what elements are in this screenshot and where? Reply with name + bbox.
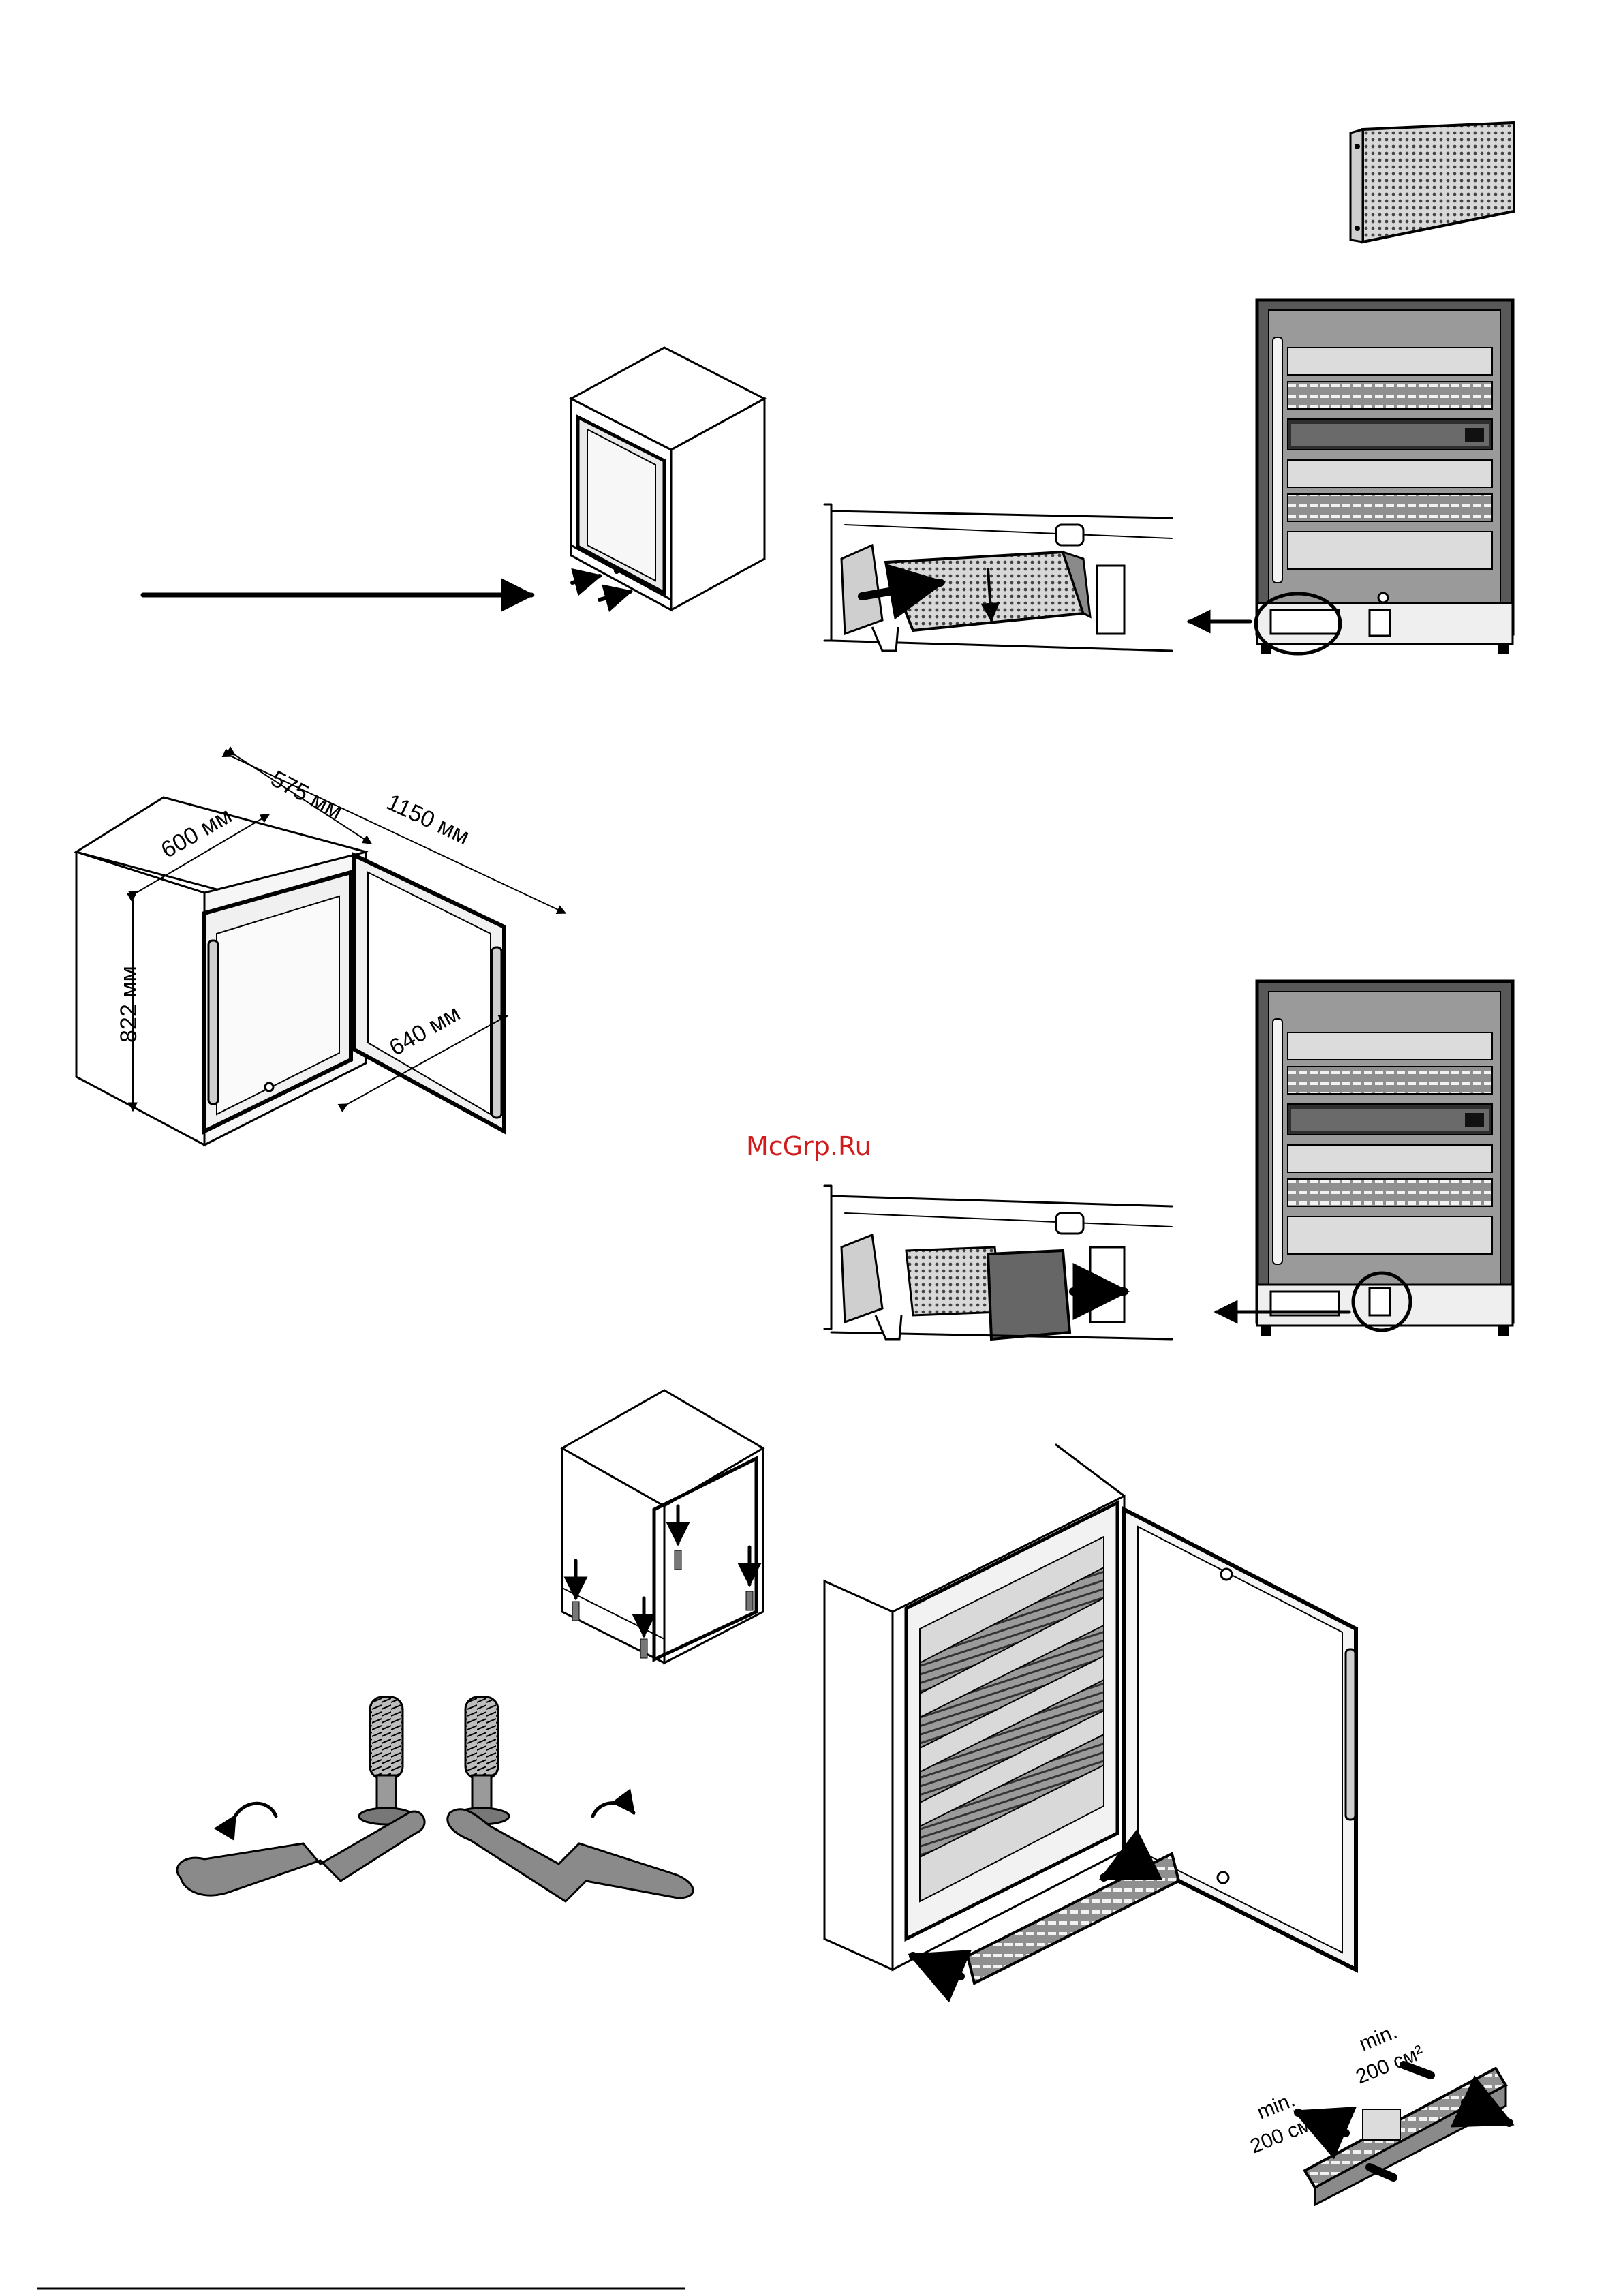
- appliance-front-view-1: [1189, 300, 1513, 654]
- dimension-depth-label: 575 мм: [266, 766, 347, 825]
- filter-removal-detail: [824, 1186, 1172, 1339]
- watermark: McGrp.Ru: [746, 1131, 871, 1161]
- dimension-drawing: 1150 мм 575 мм 600 мм 822 мм 640 мм: [76, 755, 566, 1145]
- appliance-front-view-2: [1216, 981, 1513, 1336]
- dimension-height-label: 822 мм: [116, 966, 142, 1043]
- installed-appliance-illustration: [824, 1445, 1356, 1983]
- filter-insert-detail: [824, 504, 1172, 651]
- filter-panel-illustration: [1350, 123, 1514, 242]
- ventilation-grille-illustration: min. 200 см² min. 200 см²: [1247, 2021, 1509, 2205]
- dimension-depth-open-label: 1150 мм: [383, 789, 474, 850]
- vent-left-area-label: 200 см²: [1247, 2111, 1321, 2158]
- cabinet-feet-illustration: [562, 1390, 763, 1663]
- feet-adjustment-illustration: [177, 1697, 693, 1901]
- cabinet-ventilation-illustration: [143, 348, 764, 610]
